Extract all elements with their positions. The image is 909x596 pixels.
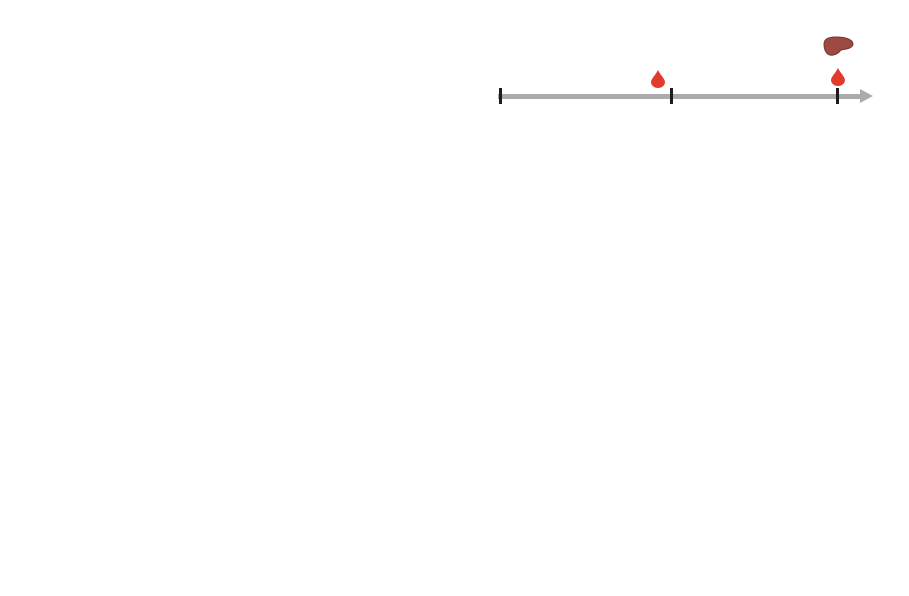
timeline-line	[498, 94, 860, 99]
blood-drop-shape	[831, 68, 845, 86]
editing-heatmap-panel	[0, 186, 682, 328]
blood-drop-icon	[831, 68, 845, 86]
alt-chart	[600, 330, 726, 596]
t-cho-chart	[366, 330, 516, 596]
timeline-tick-day0	[499, 88, 502, 104]
aav-construct-diagram	[10, 8, 375, 72]
liver-icon	[823, 36, 854, 56]
editing-bar-chart	[692, 190, 908, 330]
timeline-tick-day28	[836, 88, 839, 104]
mouse-injection-icon	[476, 18, 580, 88]
ast-chart	[752, 330, 898, 596]
angptl3-serum-chart	[14, 330, 220, 596]
timeline-arrowhead-icon	[860, 89, 873, 103]
timeline-tick-day14	[670, 88, 673, 104]
liver-shape	[823, 36, 854, 56]
blood-drop-icon	[651, 70, 665, 88]
blood-drop-shape	[651, 70, 665, 88]
tg-chart	[224, 330, 360, 596]
aav8-capsid-icon	[398, 22, 456, 76]
